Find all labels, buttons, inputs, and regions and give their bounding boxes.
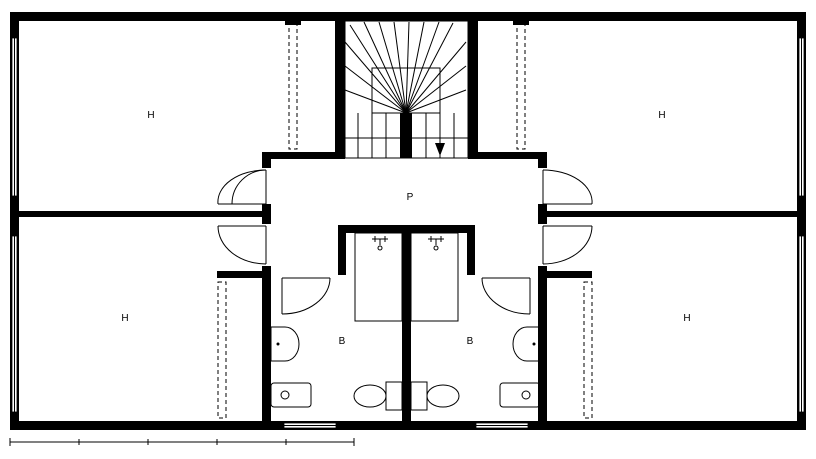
- bathtub-right: [410, 232, 459, 322]
- tap-icon: [372, 236, 388, 251]
- wall-bath-top: [338, 225, 475, 233]
- wall-bath-left-stub: [338, 225, 346, 275]
- room-label-upper-left: H: [147, 110, 154, 121]
- fixtures: [270, 232, 542, 411]
- wall-left-divider: [19, 211, 267, 217]
- wall-lower-right-top: [538, 271, 592, 278]
- wall-hall-left-a: [262, 152, 271, 168]
- room-label-lower-left: H: [121, 313, 128, 324]
- toilet-left-tank: [385, 381, 403, 411]
- room-label-bath-right: B: [467, 336, 474, 347]
- wall-hall-left-b: [262, 204, 271, 224]
- tap-icon: [428, 236, 444, 251]
- stair-handrail: [371, 67, 441, 114]
- bottom-wall: [10, 421, 806, 430]
- room-label-hall: P: [407, 192, 414, 203]
- room-label-upper-right: H: [658, 110, 665, 121]
- closet-lower-left: [217, 281, 227, 419]
- toilet-right-bowl: [426, 384, 460, 408]
- wall-bath-center: [402, 233, 411, 421]
- right-wall: [797, 12, 806, 430]
- closet-upper-right: [516, 22, 526, 150]
- scale-bar: [9, 438, 355, 446]
- basin-right: [512, 326, 542, 362]
- wall-hall-top-right: [468, 152, 547, 159]
- staircase: [344, 20, 469, 159]
- interior-walls: [19, 21, 798, 430]
- stair-arrow-icon: [435, 143, 445, 156]
- stair-core: [400, 113, 412, 158]
- left-wall: [10, 12, 19, 430]
- toilet-right-tank: [410, 381, 428, 411]
- wall-hall-top-left: [262, 152, 345, 159]
- room-labels: H H H H P B B: [121, 110, 690, 347]
- closets: [217, 22, 593, 419]
- stair-outline: [344, 20, 469, 159]
- wall-lower-left-top: [217, 271, 271, 278]
- room-label-bath-left: B: [339, 336, 346, 347]
- wall-hall-right-c: [538, 266, 547, 430]
- doors: [217, 169, 593, 315]
- room-label-lower-right: H: [683, 313, 690, 324]
- outer-windows: [11, 37, 805, 429]
- wall-hall-right-b: [538, 204, 547, 224]
- wall-bath-right-stub: [467, 225, 475, 275]
- top-wall: [10, 12, 806, 21]
- bidet-right: [499, 382, 541, 408]
- bidet-left: [270, 382, 312, 408]
- wall-stair-left: [335, 21, 345, 158]
- outer-walls: [10, 12, 806, 430]
- closet-lower-right: [583, 281, 593, 419]
- toilet-left-bowl: [353, 384, 387, 408]
- closet-upper-left: [288, 22, 298, 150]
- bathtub-left: [354, 232, 403, 322]
- wall-stair-right: [468, 21, 478, 158]
- wall-hall-right-a: [538, 152, 547, 168]
- basin-left: [270, 326, 300, 362]
- wall-hall-left-c: [262, 266, 271, 430]
- wall-right-divider: [540, 211, 798, 217]
